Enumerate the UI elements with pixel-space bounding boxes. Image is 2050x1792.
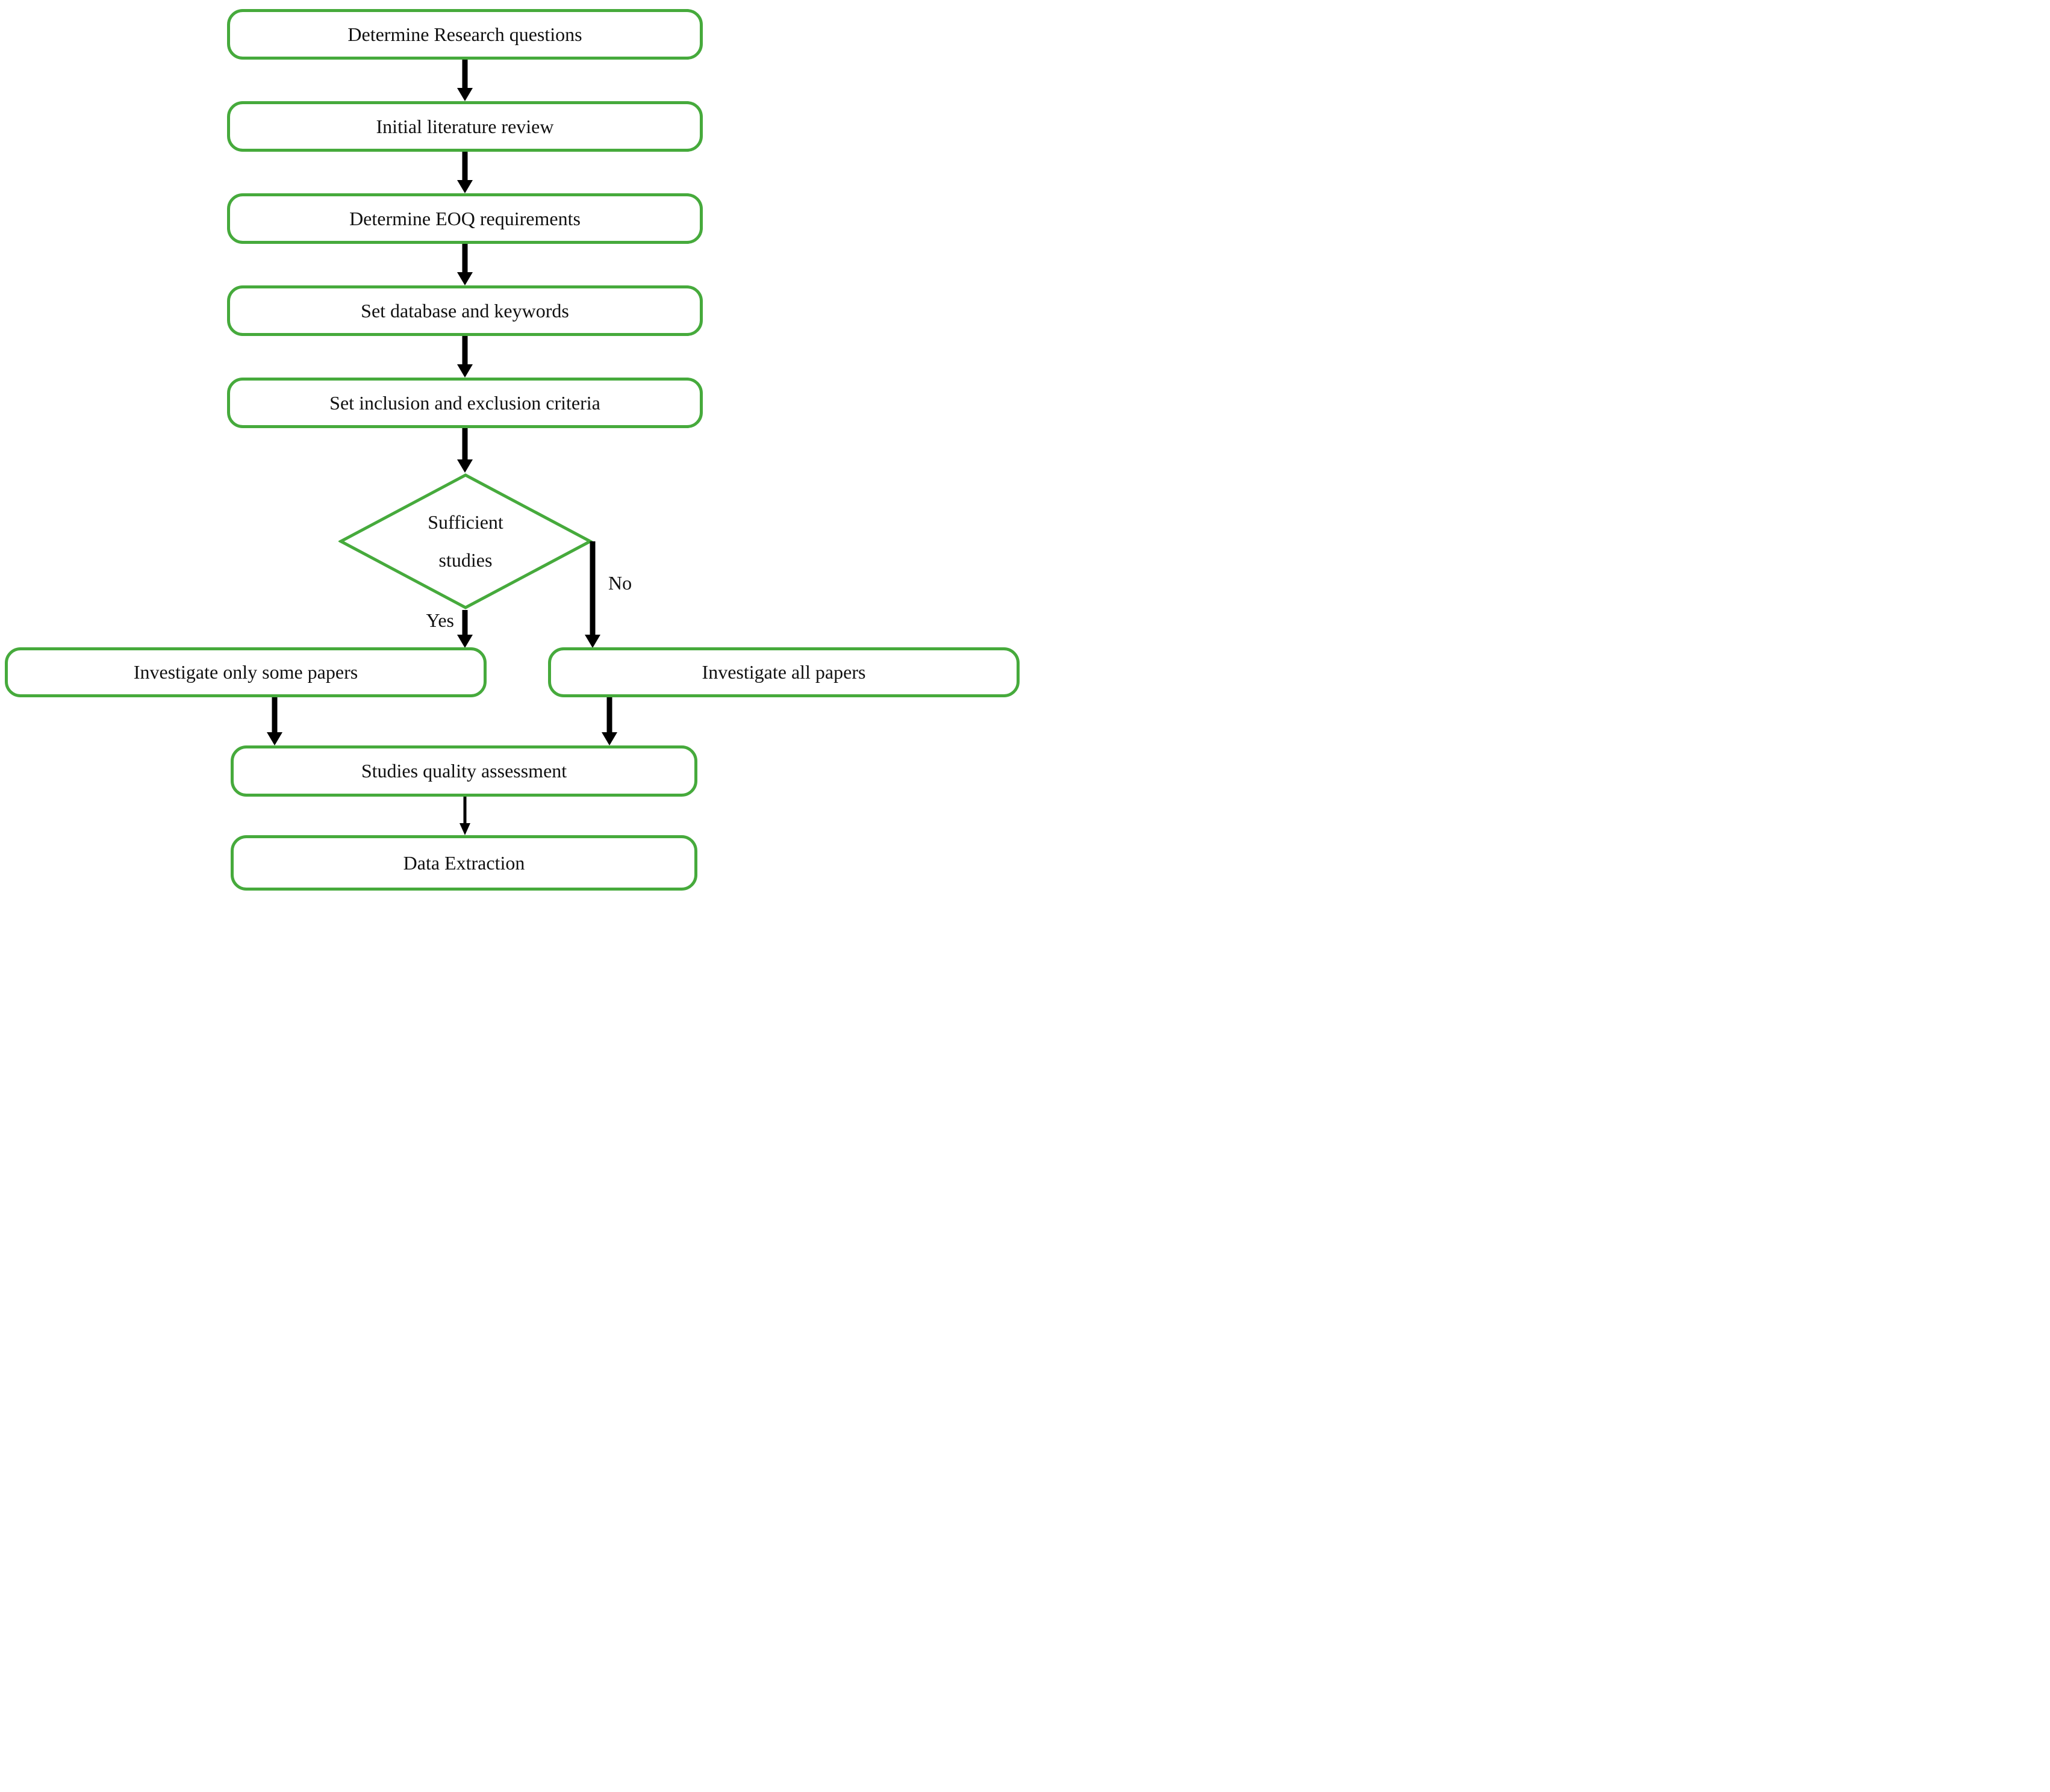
arrow-head-icon [602,732,617,745]
node-label: Studies quality assessment [361,760,567,782]
decision-label-line1: Sufficient [428,511,503,533]
branch-label-yes: Yes [426,609,454,631]
node-set-database-and-keywords: Set database and keywords [227,285,703,336]
node-label: Investigate all papers [702,661,866,683]
decision-label-line2: studies [438,549,493,571]
arrow-shaft [462,610,468,635]
arrow-down-2 [457,152,473,193]
arrow-right-to-quality [602,697,617,745]
node-investigate-all-papers: Investigate all papers [548,647,1020,697]
arrow-down-3 [457,244,473,285]
arrow-shaft [462,60,468,88]
node-determine-research-questions: Determine Research questions [227,9,703,60]
arrow-left-to-quality [267,697,282,745]
arrow-head-icon [457,635,473,648]
arrow-shaft [272,697,278,732]
arrow-head-icon [585,635,600,648]
arrow-head-icon [457,272,473,285]
arrow-down-4 [457,336,473,378]
arrow-shaft [462,152,468,180]
node-label: Initial literature review [376,115,554,137]
decision-label: Sufficient studies [338,473,593,610]
node-investigate-only-some-papers: Investigate only some papers [5,647,487,697]
arrow-head-icon [457,459,473,473]
node-set-inclusion-and-exclusion-criteria: Set inclusion and exclusion criteria [227,378,703,428]
arrow-shaft [462,336,468,364]
arrow-to-data-extraction [457,797,473,835]
arrow-down-1 [457,60,473,101]
node-data-extraction: Data Extraction [231,835,697,891]
arrow-shaft [462,244,468,272]
node-label: Data Extraction [403,851,525,874]
node-label: Set database and keywords [361,299,569,322]
node-sufficient-studies-decision: Sufficient studies [338,473,593,610]
arrow-shaft [590,541,596,635]
node-label: Set inclusion and exclusion criteria [329,391,600,414]
node-label: Determine EOQ requirements [349,207,581,229]
arrow-no-branch [585,541,600,648]
node-label: Determine Research questions [347,23,582,45]
arrow-shaft [462,428,468,459]
arrow-down-5 [457,428,473,473]
branch-label-no: No [608,572,632,594]
arrow-head-icon [267,732,282,745]
node-studies-quality-assessment: Studies quality assessment [231,745,697,797]
arrow-head-icon [457,88,473,101]
flowchart-canvas: Determine Research questions Initial lit… [0,0,1025,896]
diamond-shape [338,473,593,609]
arrow-head-icon [460,823,470,835]
arrow-yes-branch [457,610,473,648]
arrow-shaft [606,697,612,732]
node-label: Investigate only some papers [133,661,358,683]
arrow-head-icon [457,364,473,378]
node-determine-eoq-requirements: Determine EOQ requirements [227,193,703,244]
node-initial-literature-review: Initial literature review [227,101,703,152]
arrow-head-icon [457,180,473,193]
arrow-shaft [463,797,467,823]
